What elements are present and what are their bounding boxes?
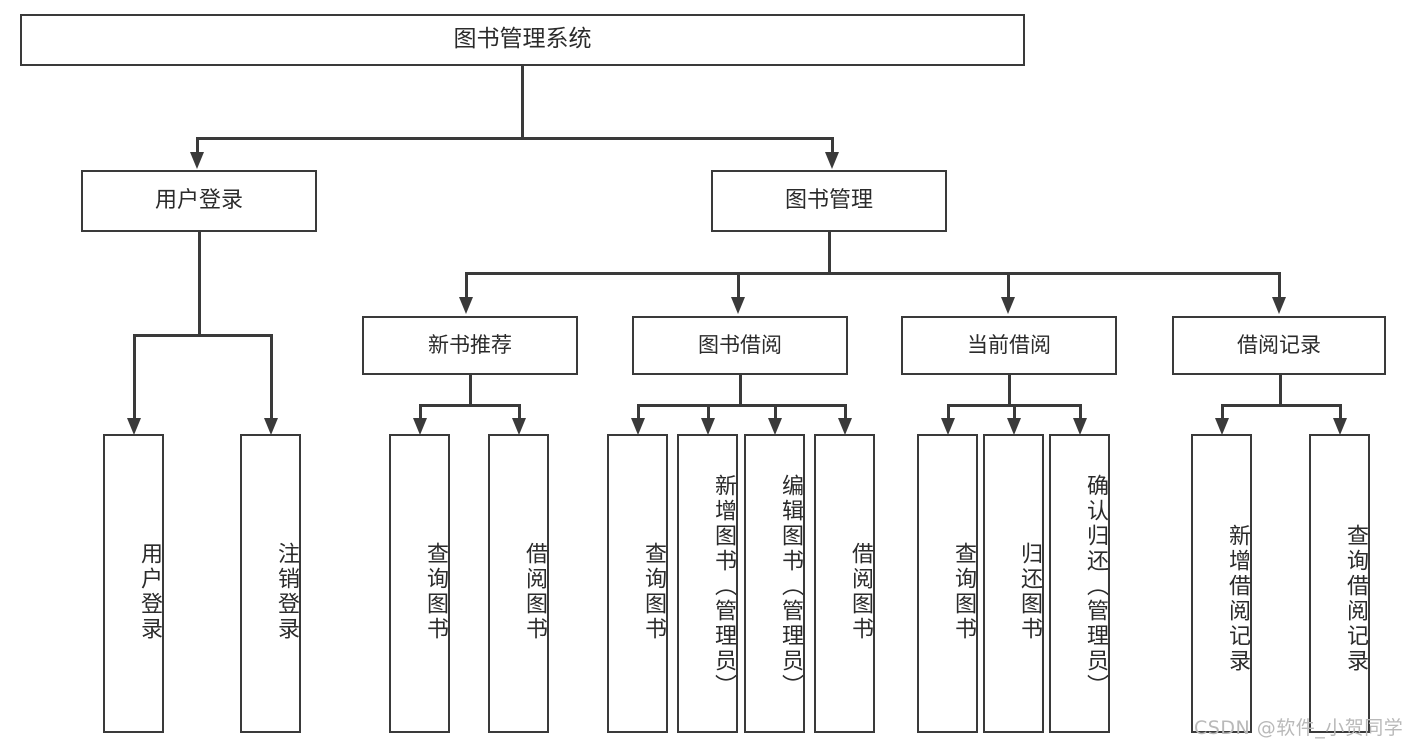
connector-user-login-bus [133, 334, 272, 337]
connector-level3-bus [465, 272, 1280, 275]
connector-drop-leaf-borrow-record-0 [1221, 404, 1224, 420]
node-user-login[interactable]: 用户登录 [81, 170, 317, 232]
arrow-leaf-book-borrow-2 [768, 418, 782, 435]
node-root-book-management-system[interactable]: 图书管理系统 [20, 14, 1025, 66]
connector-drop-leaf-current-borrow-1 [1013, 404, 1016, 420]
arrow-leaf-user-login-0 [127, 418, 141, 435]
connector-drop-current-borrow [1007, 272, 1010, 299]
arrow-leaf-borrow-record-0 [1215, 418, 1229, 435]
connector-drop-book-management [831, 137, 834, 155]
node-label: 编辑图书（管理员） [778, 474, 803, 699]
leaf-new-book-borrow[interactable]: 借阅图书 [488, 434, 549, 733]
arrow-leaf-current-borrow-2 [1073, 418, 1087, 435]
leaf-user-login-login[interactable]: 用户登录 [103, 434, 164, 733]
arrow-leaf-current-borrow-0 [941, 418, 955, 435]
node-current-borrow[interactable]: 当前借阅 [901, 316, 1117, 375]
arrow-book-management [825, 152, 839, 169]
arrow-borrow-record [1272, 297, 1286, 314]
leaf-book-borrow-add[interactable]: 新增图书（管理员） [677, 434, 738, 733]
arrow-leaf-book-borrow-0 [631, 418, 645, 435]
connector-level2-bus [196, 137, 833, 140]
node-label: 借阅记录 [1237, 333, 1321, 358]
node-label: 新增图书（管理员） [711, 474, 736, 699]
connector-drop-leaf-book-borrow-0 [637, 404, 640, 420]
arrow-current-borrow [1001, 297, 1015, 314]
node-label: 用户登录 [154, 188, 243, 214]
leaf-book-borrow-borrow[interactable]: 借阅图书 [814, 434, 875, 733]
connector-drop-book-borrow [737, 272, 740, 299]
connector-drop-leaf-borrow-record-1 [1339, 404, 1342, 420]
arrow-leaf-borrow-record-1 [1333, 418, 1347, 435]
connector-drop-leaf-book-borrow-3 [844, 404, 847, 420]
connector-root-stem [521, 66, 524, 138]
connector-drop-leaf-current-borrow-2 [1079, 404, 1082, 420]
node-label: 新书推荐 [428, 333, 512, 358]
arrow-leaf-new-book-0 [413, 418, 427, 435]
node-book-borrow[interactable]: 图书借阅 [632, 316, 848, 375]
leaf-book-borrow-search[interactable]: 查询图书 [607, 434, 668, 733]
connector-current-borrow-stem [1008, 375, 1011, 406]
connector-drop-leaf-user-login-1 [270, 334, 273, 420]
connector-new-book-bus [419, 404, 520, 407]
arrow-book-borrow [731, 297, 745, 314]
node-label: 归还图书 [1017, 541, 1042, 642]
leaf-current-borrow-confirm-return[interactable]: 确认归还（管理员） [1049, 434, 1110, 733]
node-label: 借阅图书 [848, 541, 873, 642]
node-label: 用户登录 [137, 541, 162, 642]
node-label: 查询图书 [423, 541, 448, 642]
arrow-leaf-book-borrow-3 [838, 418, 852, 435]
node-new-book-recommend[interactable]: 新书推荐 [362, 316, 578, 375]
node-label: 查询借阅记录 [1343, 523, 1368, 674]
connector-drop-borrow-record [1278, 272, 1281, 299]
node-label: 借阅图书 [522, 541, 547, 642]
connector-drop-leaf-book-borrow-1 [707, 404, 710, 420]
leaf-current-borrow-search[interactable]: 查询图书 [917, 434, 978, 733]
node-label: 查询图书 [951, 541, 976, 642]
arrow-leaf-current-borrow-1 [1007, 418, 1021, 435]
node-label: 注销登录 [274, 541, 299, 642]
node-label: 新增借阅记录 [1225, 523, 1250, 674]
connector-drop-leaf-book-borrow-2 [774, 404, 777, 420]
leaf-user-login-logout[interactable]: 注销登录 [240, 434, 301, 733]
node-label: 图书借阅 [698, 333, 782, 358]
node-label: 确认归还（管理员） [1083, 474, 1108, 699]
leaf-current-borrow-return[interactable]: 归还图书 [983, 434, 1044, 733]
connector-drop-new-book [465, 272, 468, 299]
connector-book-borrow-bus [637, 404, 845, 407]
connector-drop-user-login [196, 137, 199, 155]
connector-drop-leaf-user-login-0 [133, 334, 136, 420]
leaf-borrow-record-add[interactable]: 新增借阅记录 [1191, 434, 1252, 733]
connector-user-login-stem [198, 232, 201, 336]
watermark-csdn: CSDN @软件_小贺同学 [1194, 717, 1404, 739]
connector-new-book-stem [469, 375, 472, 406]
node-label: 当前借阅 [967, 333, 1051, 358]
leaf-new-book-search[interactable]: 查询图书 [389, 434, 450, 733]
node-label: 图书管理 [784, 188, 873, 214]
node-book-management[interactable]: 图书管理 [711, 170, 947, 232]
node-label: 图书管理系统 [453, 26, 592, 53]
connector-borrow-record-bus [1221, 404, 1341, 407]
connector-drop-leaf-new-book-0 [419, 404, 422, 420]
node-borrow-record[interactable]: 借阅记录 [1172, 316, 1386, 375]
connector-book-borrow-stem [739, 375, 742, 406]
connector-drop-leaf-new-book-1 [518, 404, 521, 420]
arrow-leaf-user-login-1 [264, 418, 278, 435]
leaf-borrow-record-search[interactable]: 查询借阅记录 [1309, 434, 1370, 733]
connector-book-management-stem [828, 232, 831, 274]
leaf-book-borrow-edit[interactable]: 编辑图书（管理员） [744, 434, 805, 733]
node-label: 查询图书 [641, 541, 666, 642]
arrow-user-login [190, 152, 204, 169]
arrow-new-book [459, 297, 473, 314]
arrow-leaf-new-book-1 [512, 418, 526, 435]
connector-drop-leaf-current-borrow-0 [947, 404, 950, 420]
connector-borrow-record-stem [1279, 375, 1282, 406]
arrow-leaf-book-borrow-1 [701, 418, 715, 435]
